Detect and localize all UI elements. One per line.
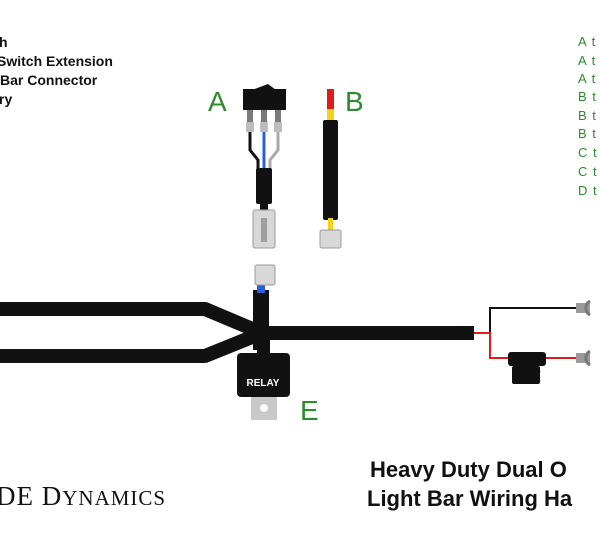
callout-e: E (300, 395, 319, 426)
ring-terminal-icon (576, 349, 591, 367)
relay-body (237, 353, 290, 397)
lead-cable (323, 120, 338, 220)
fuse-holder-icon (508, 352, 546, 384)
switch-cable-sheath (256, 168, 272, 204)
switch-crimp (274, 122, 282, 132)
ring-terminal-icon (576, 299, 591, 317)
connection-item: B t (578, 89, 597, 104)
brand-rest: YNAMICS (62, 486, 166, 510)
legend-item: Switch Extension (0, 53, 113, 69)
switch-terminal (247, 110, 253, 122)
harness-switch-socket (254, 264, 276, 286)
harness-main-trunk (258, 326, 474, 340)
connection-item: C t (578, 164, 598, 179)
harness-switch-branch (253, 290, 269, 350)
harness-lower-branch (0, 326, 265, 363)
connection-item: A t (578, 71, 596, 86)
rocker-switch: A (208, 84, 286, 249)
product-title: Heavy Duty Dual O Light Bar Wiring Ha (367, 457, 573, 511)
connections-list: A t A t A t B t B t B t C t C t D t (578, 34, 598, 198)
connection-item: B t (578, 108, 597, 123)
switch-plug-slot (261, 218, 267, 242)
connection-item: A t (578, 34, 596, 49)
relay-label: RELAY (247, 378, 280, 389)
product-title-line2: Light Bar Wiring Ha (367, 486, 573, 511)
harness-upper-branch (0, 302, 265, 340)
switch-cable (260, 200, 268, 212)
connection-item: D t (578, 183, 598, 198)
switch-rocker-icon (252, 84, 276, 90)
harness-switch-wires (257, 283, 265, 293)
switch-crimp (260, 122, 268, 132)
battery-leads (474, 299, 591, 384)
switch-crimp (246, 122, 254, 132)
harness (0, 264, 474, 363)
legend-item: h (0, 34, 8, 50)
relay-mount-hole (260, 404, 268, 412)
callout-a: A (208, 86, 227, 117)
switch-terminal (275, 110, 281, 122)
legend-item: ry (0, 91, 12, 107)
legend-item: Bar Connector (0, 72, 98, 88)
switch-body (243, 89, 286, 110)
brand-wordmark: DE DYNAMICS (0, 481, 166, 511)
product-title-line1: Heavy Duty Dual O (370, 457, 567, 482)
harness-relay-drop (257, 340, 270, 356)
lead-red-tip (327, 89, 334, 109)
lead-wire (328, 218, 333, 230)
brand-logo: DE DYNAMICS (0, 481, 166, 511)
connection-item: A t (578, 53, 596, 68)
relay: RELAY E (237, 353, 319, 426)
switch-terminal (261, 110, 267, 122)
brand-prefix: DE D (0, 481, 62, 511)
callout-b: B (345, 86, 364, 117)
lead-plug (319, 229, 342, 249)
connection-item: C t (578, 145, 598, 160)
lead-yellow-band (327, 109, 334, 121)
power-lead: B (319, 86, 364, 249)
battery-wire-black (474, 307, 578, 334)
connection-item: B t (578, 126, 597, 141)
legend: h Switch Extension Bar Connector ry (0, 34, 113, 107)
